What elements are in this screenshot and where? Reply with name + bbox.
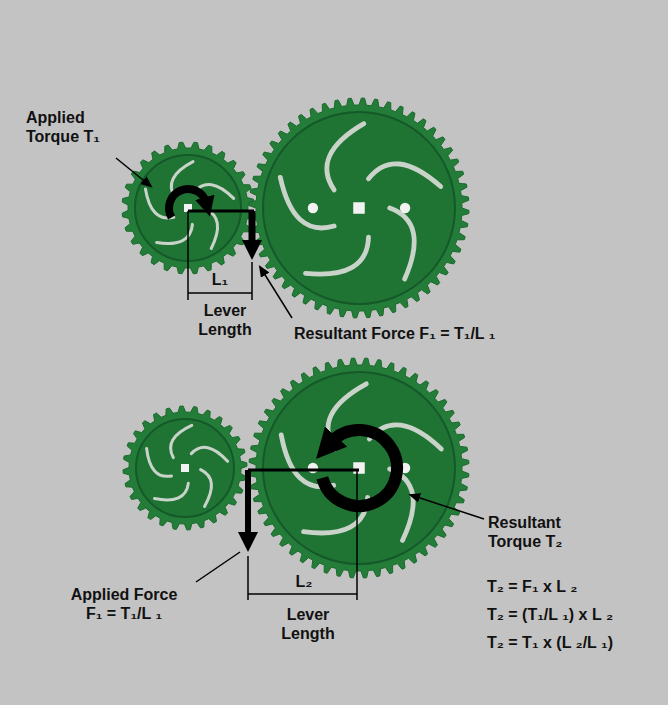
dimension-label: L₁ [205,270,235,289]
line [251,262,253,300]
gear-hole [308,463,318,473]
gear-ring [263,372,455,564]
dimension-label: Lever Length [190,301,260,339]
gear-slot [191,447,227,461]
gear-hole [308,203,318,213]
gear-slot [154,483,188,500]
gear-teeth [123,406,247,530]
gear-ring [136,419,234,517]
arrow [249,211,256,246]
force-marks [116,158,484,600]
gear-slot [368,164,440,187]
line [356,470,358,600]
gear-slot [157,224,193,243]
arrow [245,470,251,538]
gear-hole [400,203,410,213]
dimension-label: Lever Length [268,605,348,643]
gear [249,98,469,318]
line [188,210,254,213]
force-label: Resultant Force F₁ = T₁/L ₁ [294,324,594,343]
gear-slot [327,124,364,190]
line [248,593,357,595]
gear [249,358,469,578]
line [188,292,252,294]
gear-teeth [249,358,469,578]
force-label: Applied Force F₁ = T₁/L ₁ [62,585,186,623]
equation: T₂ = T₁ x (L ₂/L ₁) [487,633,662,652]
arrow [262,270,292,318]
gear-hub [353,202,365,214]
gear [123,406,247,530]
gear-slot [205,209,218,249]
gear-slot [390,208,415,279]
gear-slot [147,448,172,476]
torque-arrow [322,430,397,506]
gear-teeth [249,98,469,318]
equation: T₂ = F₁ x L ₂ [487,577,662,596]
torque-label: Resultant Torque T₂ [488,513,588,551]
torque-label: Applied Torque T₁ [26,108,126,146]
gear-slot [280,177,334,228]
gear-hub [353,462,365,474]
dimension-label: L₂ [289,572,319,591]
line [248,469,359,472]
line [196,552,240,582]
gear-slot [201,470,212,507]
line [187,211,189,300]
arrow [116,158,148,184]
arrow [414,496,484,519]
equation: T₂ = (T₁/L ₁) x L ₂ [487,605,662,624]
gear-ring [263,112,455,304]
gear-slot [305,237,368,274]
gear-slot [171,425,192,457]
gear-hub [181,464,189,472]
